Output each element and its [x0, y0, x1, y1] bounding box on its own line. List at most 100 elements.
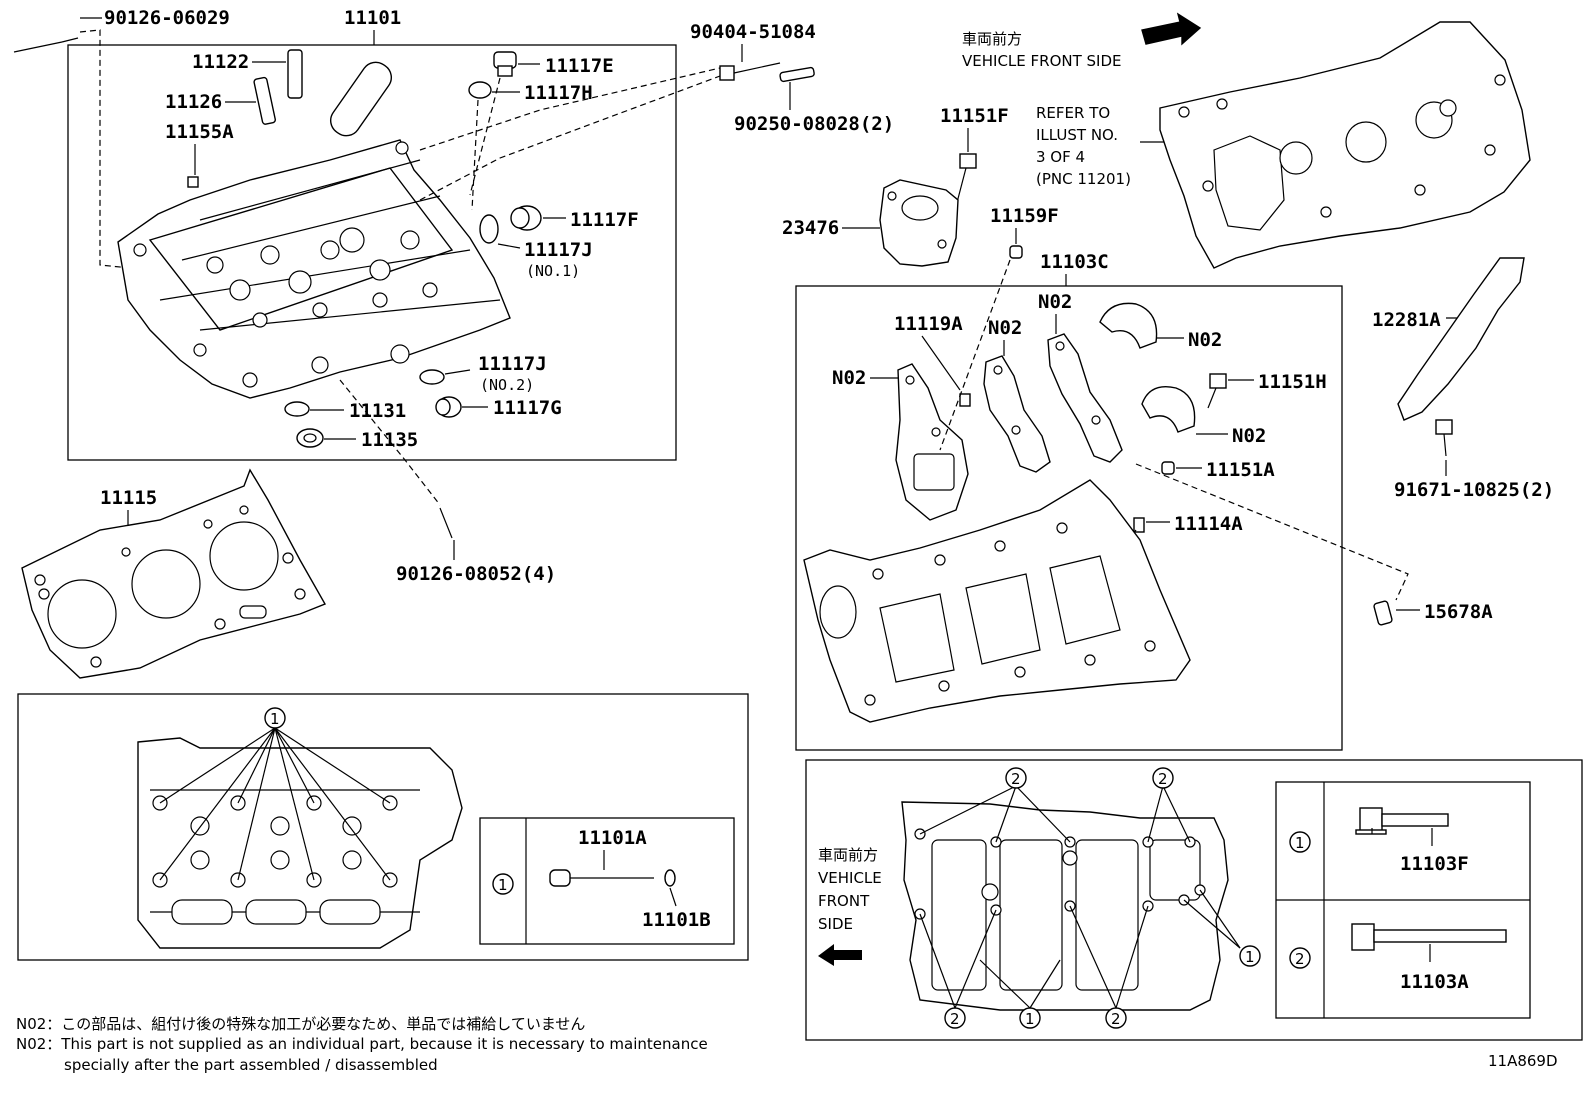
housing-bolt-layout-box [805, 759, 1583, 1041]
bolt-11101A [549, 869, 654, 887]
front-side-top-jp: 車両前方 [962, 30, 1022, 48]
legend-1-text: 1 [498, 876, 508, 894]
label-90126-06029: 90126-06029 [104, 7, 230, 29]
cam-cap-center [1047, 333, 1123, 463]
tube-11101 [329, 61, 393, 137]
label-n02-mid: N02 [988, 317, 1022, 339]
cam-cap-left [895, 363, 969, 521]
cam-housing-11103C [803, 479, 1191, 723]
callout-2-d [1105, 1007, 1127, 1029]
label-no1: (NO.1) [526, 262, 580, 280]
label-90250-08028: 90250-08028(2) [734, 113, 894, 135]
callout-1-a-text: 1 [1025, 1010, 1035, 1028]
callout-1-b [1239, 945, 1261, 967]
label-11131: 11131 [349, 400, 406, 422]
plug-15678A [1373, 600, 1393, 626]
callout-leaders-2 [919, 785, 1191, 1009]
pin-11151A [1161, 461, 1175, 475]
cam-cap-right-top [1099, 302, 1158, 349]
front-side-bottom-jp: 車両前方 [818, 846, 878, 864]
washer-11101B [664, 869, 676, 887]
label-11117H: 11117H [524, 82, 593, 104]
callout-2-d-text: 2 [1111, 1010, 1121, 1028]
refer-note-3: 3 OF 4 [1036, 148, 1085, 166]
callout-1-text: 1 [270, 710, 280, 728]
footnote-jp: N02：この部品は、組付け後の特殊な加工が必要なため、単品では補給していません [16, 1015, 585, 1033]
pin-90250-08028 [779, 66, 815, 83]
cylinder-head-group-box [67, 44, 677, 461]
label-11151F: 11151F [940, 105, 1009, 127]
bolt-11103F [1355, 807, 1449, 835]
callout-leaders-1-top [159, 727, 391, 881]
cam-cap-right-bottom [1141, 386, 1196, 433]
front-arrow-icon [1141, 12, 1202, 46]
label-11103A: 11103A [1400, 971, 1469, 993]
cam-housing-top-view [901, 801, 1229, 1011]
front-side-top-en: VEHICLE FRONT SIDE [962, 52, 1122, 70]
label-11114A: 11114A [1174, 513, 1243, 535]
pin-11159F [1009, 245, 1023, 259]
ring-11117H [468, 81, 492, 99]
callout-2-a [1005, 767, 1027, 789]
head-gasket-11115 [21, 468, 327, 679]
label-11117G: 11117G [493, 397, 562, 419]
head-bolt-layout-box [17, 693, 749, 961]
dowel-11114A [1133, 517, 1145, 533]
label-n02-center: N02 [1038, 291, 1072, 313]
plug-11117G [435, 396, 462, 418]
cam-cap-mid [983, 355, 1051, 473]
valve-guide-11122 [287, 49, 303, 99]
dowel-11119A [959, 393, 971, 407]
callout-1-a [1019, 1007, 1041, 1029]
callout-1-b-text: 1 [1245, 948, 1255, 966]
label-11151A: 11151A [1206, 459, 1275, 481]
label-91671-10825: 91671-10825(2) [1394, 479, 1554, 501]
label-11103F: 11103F [1400, 853, 1469, 875]
label-11101B: 11101B [642, 909, 711, 931]
legend-circle-1 [492, 873, 514, 895]
callout-circle-1 [264, 707, 286, 729]
front-side-bottom-3: SIDE [818, 915, 853, 933]
callout-2-a-text: 2 [1011, 770, 1021, 788]
refer-note-4: (PNC 11201) [1036, 170, 1131, 188]
label-n02-right-top: N02 [1188, 329, 1222, 351]
ring-11117J-no1 [479, 214, 499, 244]
label-11117J-1: 11117J [524, 239, 593, 261]
guide-11126 [253, 76, 276, 125]
legend-1b-text: 1 [1295, 834, 1305, 852]
label-11122: 11122 [192, 51, 249, 73]
bolt-11151H [1207, 373, 1227, 409]
label-n02-left: N02 [832, 367, 866, 389]
front-side-bottom-2: FRONT [818, 892, 870, 910]
stud-90126-08052 [439, 507, 453, 539]
label-11115: 11115 [100, 487, 157, 509]
label-11126: 11126 [165, 91, 222, 113]
callout-2-b-text: 2 [1158, 770, 1168, 788]
label-11119A: 11119A [894, 313, 963, 335]
bracket-23476 [879, 179, 959, 267]
bolt-legend-box [479, 817, 735, 945]
footnote-en-1: N02：This part is not supplied as an indi… [16, 1035, 708, 1053]
refer-note-2: ILLUST NO. [1036, 126, 1118, 144]
ring-11135 [296, 428, 324, 448]
cylinder-head-11101 [117, 139, 511, 399]
callout-2-c-text: 2 [950, 1010, 960, 1028]
refer-note-1: REFER TO [1036, 104, 1110, 122]
pin-11155A [187, 176, 199, 188]
callout-2-c [944, 1007, 966, 1029]
label-11101: 11101 [344, 7, 401, 29]
label-11101A: 11101A [578, 827, 647, 849]
cam-housing-group-box [795, 285, 1343, 751]
label-11135: 11135 [361, 429, 418, 451]
plug-11117F [510, 205, 542, 231]
label-11117J-2: 11117J [478, 353, 547, 375]
label-11117F: 11117F [570, 209, 639, 231]
label-11159F: 11159F [990, 205, 1059, 227]
plug-11117E [493, 51, 517, 77]
bolt-11103A [1351, 923, 1507, 951]
footnote-en-2: specially after the part assembled / dis… [64, 1056, 438, 1074]
bolt-90404-51084 [719, 62, 781, 81]
label-n02-right-bottom: N02 [1232, 425, 1266, 447]
label-11103C: 11103C [1040, 251, 1109, 273]
callout-leaders-1 [979, 889, 1241, 1009]
